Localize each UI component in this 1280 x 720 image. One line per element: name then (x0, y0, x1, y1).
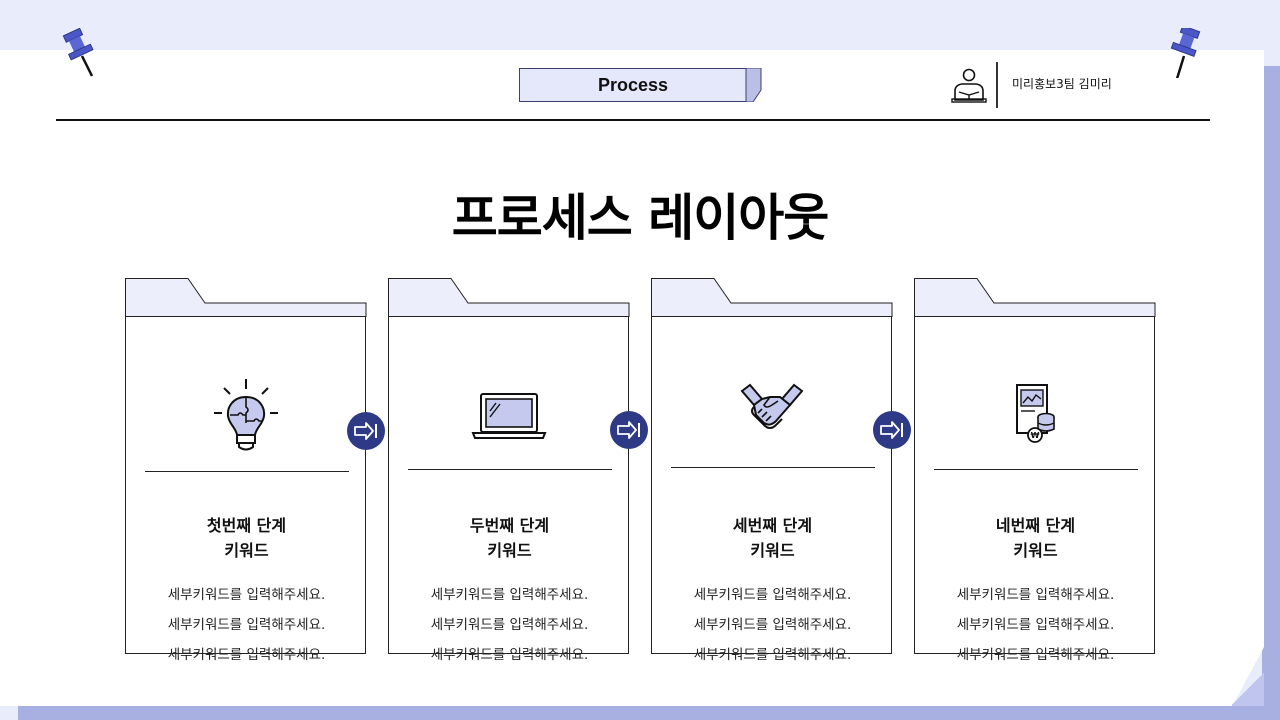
card-body: 세번째 단계 키워드 세부키워드를 입력해주세요. 세부키워드를 입력해주세요.… (651, 316, 893, 663)
description-line: 세부키워드를 입력해주세요. (167, 617, 326, 633)
step-title: 첫번째 단계 키워드 (126, 513, 367, 563)
description-line: 세부키워드를 입력해주세요. (956, 587, 1115, 603)
step-title-line1: 세번째 단계 (732, 516, 813, 535)
description-line: 세부키워드를 입력해주세요. (693, 617, 852, 633)
card-divider (408, 469, 612, 470)
page-shadow-bottom (18, 706, 1280, 720)
folder-tab (651, 278, 893, 317)
step-description: 세부키워드를 입력해주세요. 세부키워드를 입력해주세요. 세부키워드를 입력해… (126, 580, 367, 670)
folder-tab (125, 278, 367, 317)
description-line: 세부키워드를 입력해주세요. (430, 587, 589, 603)
card-body: 두번째 단계 키워드 세부키워드를 입력해주세요. 세부키워드를 입력해주세요.… (388, 316, 630, 663)
step-title-line1: 두번째 단계 (469, 516, 550, 535)
svg-text:₩: ₩ (1031, 431, 1040, 440)
step-title-line2: 키워드 (1013, 541, 1058, 560)
folder-tab (914, 278, 1156, 317)
description-line: 세부키워드를 입력해주세요. (693, 647, 852, 663)
section-tag-bevel (745, 68, 762, 102)
card-body: ₩ 네번째 단계 키워드 세부키워드를 입력해주세요. 세부키워드를 입력해주세… (914, 316, 1156, 663)
user-reading-icon (951, 68, 987, 103)
description-line: 세부키워드를 입력해주세요. (167, 587, 326, 603)
next-step-arrow-icon (347, 412, 385, 450)
folder-tab (388, 278, 630, 317)
card-body: 첫번째 단계 키워드 세부키워드를 입력해주세요. 세부키워드를 입력해주세요.… (125, 316, 367, 663)
push-pin-icon (1170, 28, 1201, 78)
card-divider (145, 471, 349, 472)
step-description: 세부키워드를 입력해주세요. 세부키워드를 입력해주세요. 세부키워드를 입력해… (652, 580, 893, 670)
step-description: 세부키워드를 입력해주세요. 세부키워드를 입력해주세요. 세부키워드를 입력해… (389, 580, 630, 670)
lightbulb-puzzle-icon (214, 379, 278, 451)
header-divider (996, 62, 998, 108)
handshake-icon (740, 383, 804, 429)
process-card-1: 첫번째 단계 키워드 세부키워드를 입력해주세요. 세부키워드를 입력해주세요.… (125, 278, 367, 663)
description-line: 세부키워드를 입력해주세요. (956, 647, 1115, 663)
card-divider (671, 467, 875, 468)
push-pin-icon (62, 28, 94, 77)
description-line: 세부키워드를 입력해주세요. (167, 647, 326, 663)
author-name: 미리홍보3팀 김미리 (1012, 77, 1112, 91)
process-card-3: 세번째 단계 키워드 세부키워드를 입력해주세요. 세부키워드를 입력해주세요.… (651, 278, 893, 663)
description-line: 세부키워드를 입력해주세요. (430, 617, 589, 633)
header-rule (56, 119, 1210, 121)
process-card-4: ₩ 네번째 단계 키워드 세부키워드를 입력해주세요. 세부키워드를 입력해주세… (914, 278, 1156, 663)
page-title: 프로세스 레이아웃 (451, 189, 829, 247)
document-coins-icon: ₩ (1016, 384, 1055, 443)
next-step-arrow-icon (873, 411, 911, 449)
step-title: 두번째 단계 키워드 (389, 513, 630, 563)
process-card-2: 두번째 단계 키워드 세부키워드를 입력해주세요. 세부키워드를 입력해주세요.… (388, 278, 630, 663)
page-shadow-right (1262, 66, 1280, 720)
description-line: 세부키워드를 입력해주세요. (430, 647, 589, 663)
step-title: 네번째 단계 키워드 (915, 513, 1156, 563)
step-title-line2: 키워드 (224, 541, 269, 560)
step-title-line2: 키워드 (487, 541, 532, 560)
page-corner-fold (1232, 672, 1264, 706)
step-title: 세번째 단계 키워드 (652, 513, 893, 563)
step-title-line1: 네번째 단계 (995, 516, 1076, 535)
description-line: 세부키워드를 입력해주세요. (693, 587, 852, 603)
step-title-line2: 키워드 (750, 541, 795, 560)
laptop-icon (471, 393, 547, 439)
section-tag: Process (519, 68, 763, 102)
description-line: 세부키워드를 입력해주세요. (956, 617, 1115, 633)
step-title-line1: 첫번째 단계 (206, 516, 287, 535)
next-step-arrow-icon (610, 411, 648, 449)
step-description: 세부키워드를 입력해주세요. 세부키워드를 입력해주세요. 세부키워드를 입력해… (915, 580, 1156, 670)
card-divider (934, 469, 1138, 470)
section-tag-label: Process (519, 68, 747, 102)
